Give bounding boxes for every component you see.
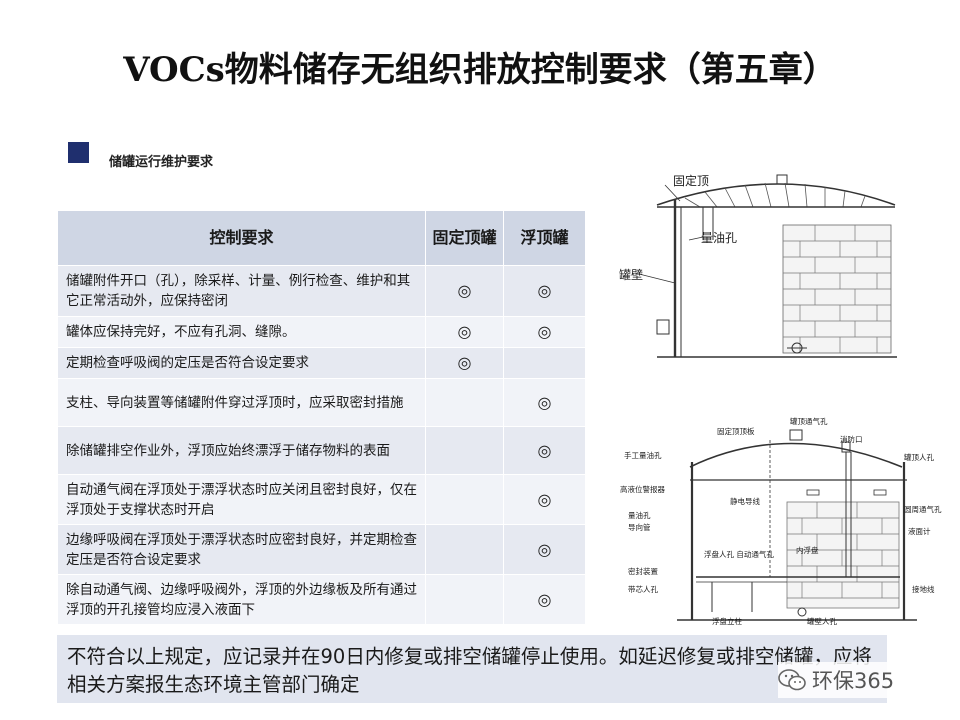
label-roof-vent: 罐顶通气孔 — [790, 416, 828, 426]
label-roof-manhole: 罐顶人孔 — [904, 452, 934, 462]
fixed-roof-mark: ◎ — [425, 265, 504, 317]
requirement-text: 支柱、导向装置等储罐附件穿过浮顶时，应采取密封措施 — [57, 378, 426, 427]
floating-roof-mark: ◎ — [503, 316, 586, 348]
floating-roof-mark: ◎ — [503, 378, 586, 427]
floating-roof-mark: ◎ — [503, 474, 586, 525]
requirement-text: 除储罐排空作业外，浮顶应始终漂浮于储存物料的表面 — [57, 426, 426, 475]
table-row: 除储罐排空作业外，浮顶应始终漂浮于储存物料的表面 ◎ — [57, 426, 586, 475]
section-bullet-square — [68, 142, 89, 163]
fixed-roof-mark — [425, 474, 504, 525]
label-guide-pipe: 导向管 — [628, 522, 651, 532]
label-manual-gauge: 手工量油孔 — [624, 450, 662, 460]
table-row: 边缘呼吸阀在浮顶处于漂浮状态时应密封良好，并定期检查定压是否符合设定要求 ◎ — [57, 524, 586, 575]
requirement-text: 除自动通气阀、边缘呼吸阀外，浮顶的外边缘板及所有通过浮顶的开孔接管均应浸入液面下 — [57, 574, 426, 625]
watermark: 环保365 — [778, 662, 938, 698]
floating-roof-mark: ◎ — [503, 265, 586, 317]
table-header-row: 控制要求 固定顶罐 浮顶罐 — [57, 210, 586, 266]
section-label: 储罐运行维护要求 — [109, 155, 214, 170]
label-gauge-hole: 量油孔 — [701, 231, 737, 245]
table-row: 定期检查呼吸阀的定压是否符合设定要求 ◎ — [57, 347, 586, 379]
fixed-roof-mark — [425, 378, 504, 427]
label-pump-port: 带芯人孔 — [628, 584, 658, 594]
label-float-manhole-vent: 浮盘人孔 自动通气孔 — [704, 549, 774, 559]
requirement-text: 边缘呼吸阀在浮顶处于漂浮状态时应密封良好，并定期检查定压是否符合设定要求 — [57, 524, 426, 575]
fixed-roof-mark: ◎ — [425, 347, 504, 379]
label-seal: 密封装置 — [628, 566, 658, 576]
label-fire-port: 消防口 — [840, 434, 863, 444]
floating-roof-mark: ◎ — [503, 524, 586, 575]
header-fixed-roof: 固定顶罐 — [425, 210, 504, 266]
floating-roof-mark: ◎ — [503, 574, 586, 625]
header-requirement: 控制要求 — [57, 210, 426, 266]
label-shell-manhole: 罐壁人孔 — [807, 616, 837, 626]
label-high-alarm: 高液位警报器 — [620, 484, 665, 494]
note-box: 不符合以上规定，应记录并在90日内修复或排空储罐停止使用。如延迟修复或排空储罐，… — [57, 635, 887, 703]
label-roof: 固定顶 — [673, 173, 709, 188]
fixed-roof-mark — [425, 426, 504, 475]
requirement-text: 定期检查呼吸阀的定压是否符合设定要求 — [57, 347, 426, 379]
floating-roof-mark: ◎ — [503, 426, 586, 475]
header-floating-roof: 浮顶罐 — [503, 210, 586, 266]
floating-roof-mark — [503, 347, 586, 379]
label-gauge-hole: 量油孔 — [628, 510, 651, 520]
fixed-roof-mark — [425, 574, 504, 625]
requirements-table: 控制要求 固定顶罐 浮顶罐 储罐附件开口（孔），除采样、计量、例行检查、维护和其… — [57, 210, 586, 625]
table-row: 支柱、导向装置等储罐附件穿过浮顶时，应采取密封措施 ◎ — [57, 378, 586, 427]
requirement-text: 罐体应保持完好，不应有孔洞、缝隙。 — [57, 316, 426, 348]
label-static-wire: 静电导线 — [730, 496, 760, 506]
table-row: 储罐附件开口（孔），除采样、计量、例行检查、维护和其它正常活动外，应保持密闭 ◎… — [57, 265, 586, 317]
floating-roof-tank-diagram: 固定顶顶板 罐顶通气孔 消防口 手工量油孔 罐顶人孔 高液位警报器 静电导线 圆… — [620, 416, 942, 626]
label-fixed-roof-plate: 固定顶顶板 — [717, 426, 755, 436]
label-float-leg: 浮盘立柱 — [712, 616, 742, 626]
requirement-text: 自动通气阀在浮顶处于漂浮状态时应关闭且密封良好，仅在浮顶处于支撑状态时开启 — [57, 474, 426, 525]
label-level-gauge: 液面计 — [908, 526, 931, 536]
label-inner-float: 内浮盘 — [796, 545, 819, 555]
watermark-text: 环保365 — [812, 669, 895, 693]
label-ground: 接地线 — [912, 584, 935, 594]
fixed-roof-mark — [425, 524, 504, 575]
label-wall: 罐壁 — [619, 267, 643, 282]
requirement-text: 储罐附件开口（孔），除采样、计量、例行检查、维护和其它正常活动外，应保持密闭 — [57, 265, 426, 317]
fixed-roof-mark: ◎ — [425, 316, 504, 348]
label-rim-vent: 圆周通气孔 — [904, 504, 942, 514]
table-row: 除自动通气阀、边缘呼吸阀外，浮顶的外边缘板及所有通过浮顶的开孔接管均应浸入液面下… — [57, 574, 586, 625]
fixed-roof-tank-diagram: 固定顶 量油孔 罐壁 — [619, 173, 897, 358]
wechat-icon — [778, 669, 806, 691]
table-row: 罐体应保持完好，不应有孔洞、缝隙。 ◎ ◎ — [57, 316, 586, 348]
table-row: 自动通气阀在浮顶处于漂浮状态时应关闭且密封良好，仅在浮顶处于支撑状态时开启 ◎ — [57, 474, 586, 525]
page-title: VOCs物料储存无组织排放控制要求（第五章） — [123, 50, 837, 90]
